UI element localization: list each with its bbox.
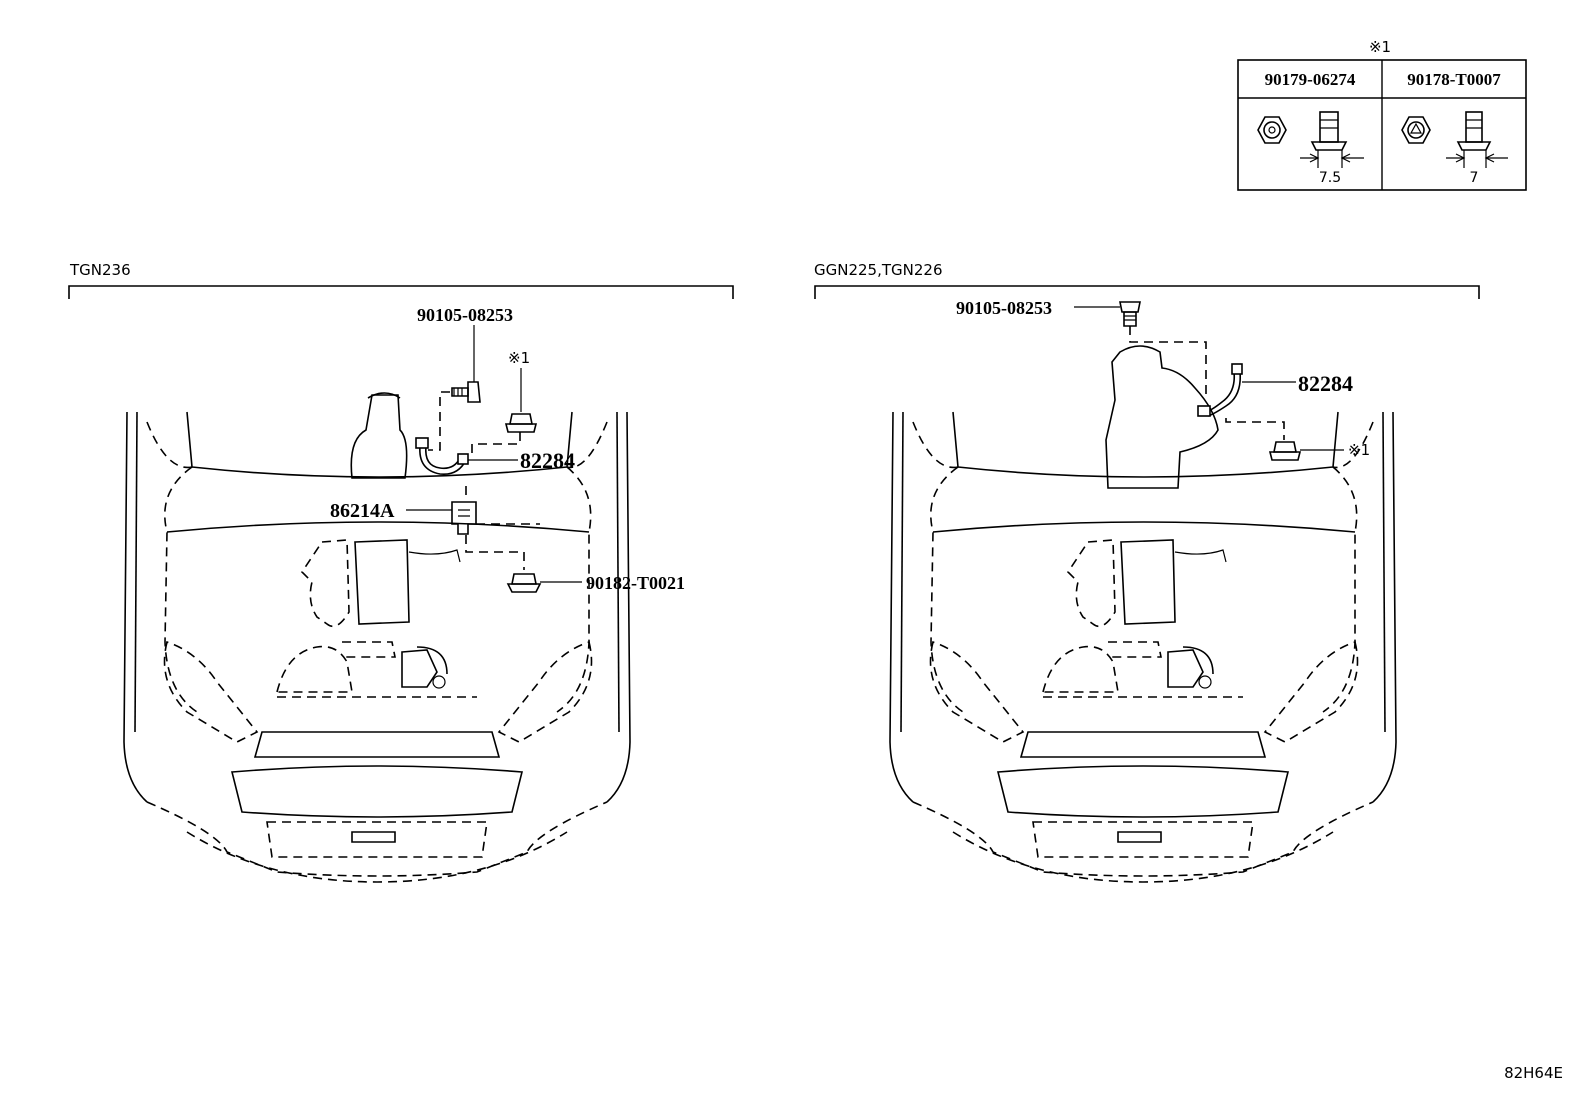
right-model-code: GGN225,TGN226 xyxy=(814,261,943,279)
left-clip-nut-icon xyxy=(506,573,542,593)
left-variant-panel: TGN236 90105-08253 ※1 822 xyxy=(68,261,734,883)
left-bracket-to-nut-dash xyxy=(465,535,525,570)
right-harness-label: 82284 xyxy=(1298,371,1353,396)
left-battery-reservoir-cap xyxy=(367,392,401,399)
left-nut-label: 90182-T0021 xyxy=(586,573,685,593)
dimension-label-2: 7 xyxy=(1470,170,1479,186)
left-ground-strap-icon xyxy=(415,437,469,476)
left-bolt-dash-path xyxy=(428,391,450,451)
left-flange-nut-icon xyxy=(504,413,538,433)
left-bracket-icon xyxy=(451,501,477,535)
left-bracket-label: 86214A xyxy=(330,500,395,522)
right-flange-nut-icon xyxy=(1268,441,1302,461)
left-bolt-label: 90105-08253 xyxy=(417,305,513,325)
right-bolt-dash-path xyxy=(1129,326,1207,400)
weld-nut-side-view-icon xyxy=(1446,111,1508,168)
left-model-code: TGN236 xyxy=(69,261,131,279)
weld-nut-top-view-icon xyxy=(1401,116,1431,144)
right-vehicle-front-outline xyxy=(889,411,1397,883)
left-note-label: ※1 xyxy=(508,349,530,367)
right-note-label: ※1 xyxy=(1348,441,1370,459)
left-note-dash-path xyxy=(471,432,521,458)
right-harness-dash-path xyxy=(1225,418,1285,440)
right-bolt-icon xyxy=(1119,301,1141,327)
flange-nut-side-view-icon xyxy=(1300,111,1364,168)
dimension-label-1: 7.5 xyxy=(1319,170,1341,186)
left-section-bracket xyxy=(68,285,734,299)
note-table-mark: ※1 xyxy=(1369,38,1391,56)
right-section-bracket xyxy=(814,285,1480,299)
right-bolt-label: 90105-08253 xyxy=(956,298,1052,318)
figure-code: 82H64E xyxy=(1504,1064,1563,1082)
fastener-note-table: ※1 90179-06274 90178-T0007 7.5 xyxy=(1237,38,1527,191)
hex-nut-top-view-icon xyxy=(1257,116,1287,144)
left-harness-label: 82284 xyxy=(520,448,575,473)
right-variant-panel: GGN225,TGN226 90105-08253 82284 xyxy=(814,261,1480,883)
left-vehicle-front-outline xyxy=(123,411,631,883)
left-battery-reservoir xyxy=(350,394,408,479)
note-table-header-1: 90179-06274 xyxy=(1265,70,1356,89)
right-ground-strap-icon xyxy=(1197,363,1243,417)
note-table-header-2: 90178-T0007 xyxy=(1407,70,1501,89)
left-bolt-icon xyxy=(451,381,481,403)
right-coolant-reservoir xyxy=(1105,345,1219,489)
